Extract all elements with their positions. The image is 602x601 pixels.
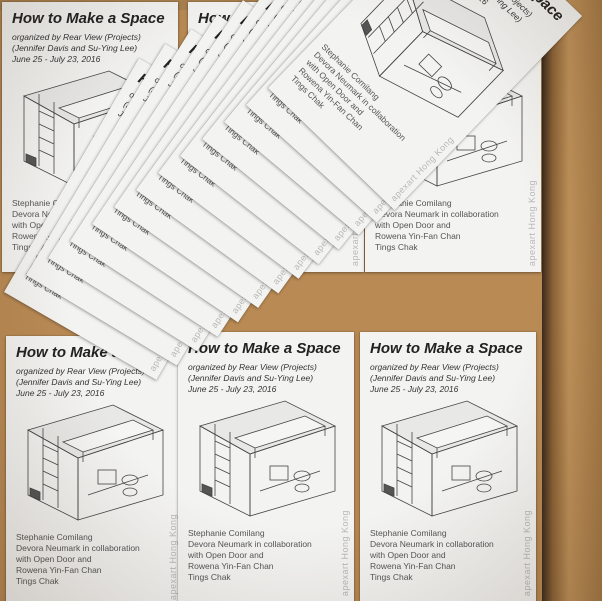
- card-brand: apexart Hong Kong: [340, 509, 350, 596]
- cardboard-box-side: [542, 0, 602, 601]
- credit-line: Stephanie Comilang: [188, 528, 265, 538]
- credit-line: Tings Chak: [375, 242, 418, 252]
- card-title: How to Make a Space: [188, 340, 341, 357]
- loft-bed-illustration-icon: [198, 400, 337, 517]
- credit-line: Devora Neumark in collaboration: [16, 543, 140, 553]
- credit-line: with Open Door and: [16, 554, 92, 564]
- credit-line: Rowena Yin-Fan Chan: [375, 231, 461, 241]
- card-curators: (Jennifer Davis and Su-Ying Lee): [16, 377, 142, 387]
- card-organizer: organized by Rear View (Projects): [12, 32, 141, 42]
- card-organizer: organized by Rear View (Projects): [16, 366, 145, 376]
- credit-line: Stephanie Comilang: [16, 532, 93, 542]
- exhibition-card: How to Make a Space organized by Rear Vi…: [178, 332, 354, 601]
- card-dates: June 25 - July 23, 2016: [12, 54, 101, 64]
- card-curators: (Jennifer Davis and Su-Ying Lee): [370, 373, 496, 383]
- credit-line: with Open Door and: [375, 220, 451, 230]
- card-brand: apexart Hong Kong: [168, 513, 178, 600]
- loft-bed-illustration-icon: [26, 404, 165, 521]
- credit-line: Rowena Yin-Fan Chan: [16, 565, 102, 575]
- loft-bed-illustration-icon: [380, 400, 519, 517]
- credit-line: Stephanie Comilang: [370, 528, 447, 538]
- exhibition-card: How to Make a Space organized by Rear Vi…: [268, 0, 583, 211]
- credit-line: with Open Door and: [188, 550, 264, 560]
- credit-line: Devora Neumark in collaboration: [370, 539, 494, 549]
- card-organizer: organized by Rear View (Projects): [188, 362, 317, 372]
- card-dates: June 25 - July 23, 2016: [370, 384, 459, 394]
- card-title: How to Make a Space: [12, 10, 165, 27]
- credit-line: Tings Chak: [16, 576, 59, 586]
- card-curators: (Jennifer Davis and Su-Ying Lee): [188, 373, 314, 383]
- card-title: How to Make a Space: [370, 340, 523, 357]
- card-brand: apexart Hong Kong: [527, 179, 537, 266]
- card-organizer: organized by Rear View (Projects): [370, 362, 499, 372]
- card-brand: apexart Hong Kong: [522, 509, 532, 596]
- credit-line: Devora Neumark in collaboration: [375, 209, 499, 219]
- card-dates: June 25 - July 23, 2016: [16, 388, 105, 398]
- card-credits: Stephanie Comilang Devora Neumark in col…: [16, 532, 140, 587]
- card-credits: Stephanie Comilang Devora Neumark in col…: [375, 198, 499, 253]
- credit-line: Devora Neumark in collaboration: [188, 539, 312, 549]
- credit-line: Rowena Yin-Fan Chan: [188, 561, 274, 571]
- card-dates: June 25 - July 23, 2016: [188, 384, 277, 394]
- credit-line: Rowena Yin-Fan Chan: [370, 561, 456, 571]
- loft-bed-illustration-icon: [360, 0, 504, 118]
- credit-line: Tings Chak: [370, 572, 413, 582]
- credit-line: Tings Chak: [188, 572, 231, 582]
- credit-line: Stephanie Comilang: [12, 198, 89, 208]
- exhibition-card: How to Make a Space organized by Rear Vi…: [360, 332, 536, 601]
- credit-line: Stephanie Comilang: [375, 198, 452, 208]
- card-credits: Stephanie Comilang Devora Neumark in col…: [370, 528, 494, 583]
- card-curators: (Jennifer Davis and Su-Ying Lee): [12, 43, 138, 53]
- credit-line: with Open Door and: [370, 550, 446, 560]
- card-credits: Stephanie Comilang Devora Neumark in col…: [188, 528, 312, 583]
